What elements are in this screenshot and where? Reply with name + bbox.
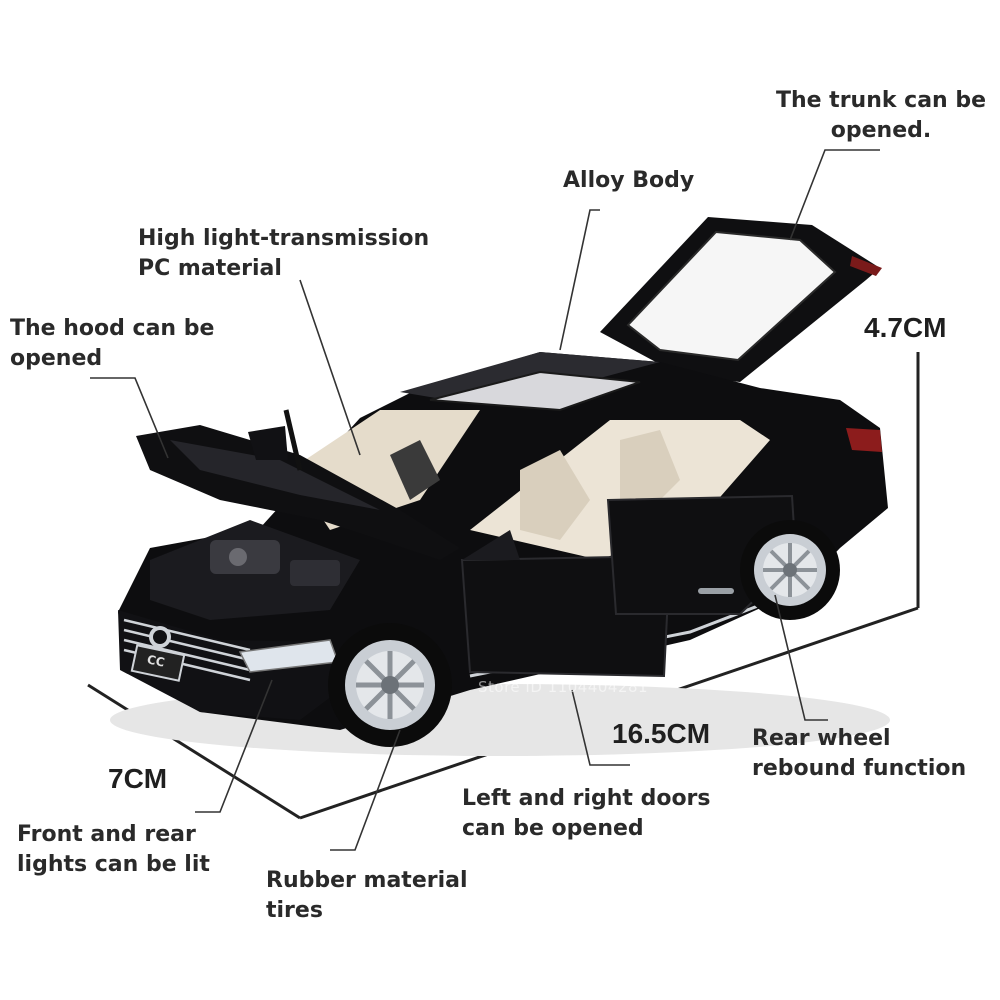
- rear-wheel: [740, 520, 840, 620]
- dimension-length: 16.5CM: [612, 718, 711, 749]
- callout-pc-material: High light-transmission PC material: [138, 224, 429, 284]
- callout-doors: Left and right doors can be opened: [462, 784, 711, 844]
- callout-doors-line-1: Left and right doors: [462, 786, 711, 811]
- callout-tires-line-1: Rubber material: [266, 868, 468, 893]
- callout-lights: Front and rear lights can be lit: [17, 820, 210, 880]
- front-fascia: [118, 610, 340, 720]
- callout-hood: The hood can be opened: [10, 314, 214, 374]
- callout-rear-wheel-line-1: Rear wheel: [752, 726, 891, 751]
- callout-lights-line-2: lights can be lit: [17, 852, 210, 877]
- store-watermark: Store ID 1104404281: [478, 678, 649, 696]
- callout-pc-material-line-2: PC material: [138, 256, 282, 281]
- callout-pc-material-line-1: High light-transmission: [138, 226, 430, 251]
- engine-bay: [150, 520, 360, 620]
- leader-lines: [90, 149, 880, 851]
- callout-alloy-body-line-1: Alloy Body: [563, 168, 695, 193]
- front-wheel: [328, 623, 452, 747]
- callout-lights-line-1: Front and rear: [17, 822, 196, 847]
- callout-hood-line-2: opened: [10, 346, 103, 371]
- callout-tires-line-2: tires: [266, 898, 323, 923]
- callout-hood-line-1: The hood can be: [10, 316, 215, 341]
- side-mirror: [248, 409, 303, 471]
- callout-trunk-line-2: opened.: [830, 118, 932, 143]
- callout-tires: Rubber material tires: [266, 866, 468, 926]
- callout-alloy-body: Alloy Body: [563, 166, 694, 196]
- dimension-width: 7CM: [108, 763, 168, 794]
- callout-doors-line-2: can be opened: [462, 816, 644, 841]
- callout-rear-wheel: Rear wheel rebound function: [752, 724, 966, 784]
- callout-trunk: The trunk can be opened.: [768, 86, 994, 146]
- trunk-lid: [600, 217, 882, 382]
- callout-rear-wheel-line-2: rebound function: [752, 756, 967, 781]
- hood: [136, 425, 460, 560]
- callout-trunk-line-1: The trunk can be: [775, 88, 987, 113]
- dimension-height: 4.7CM: [864, 312, 947, 343]
